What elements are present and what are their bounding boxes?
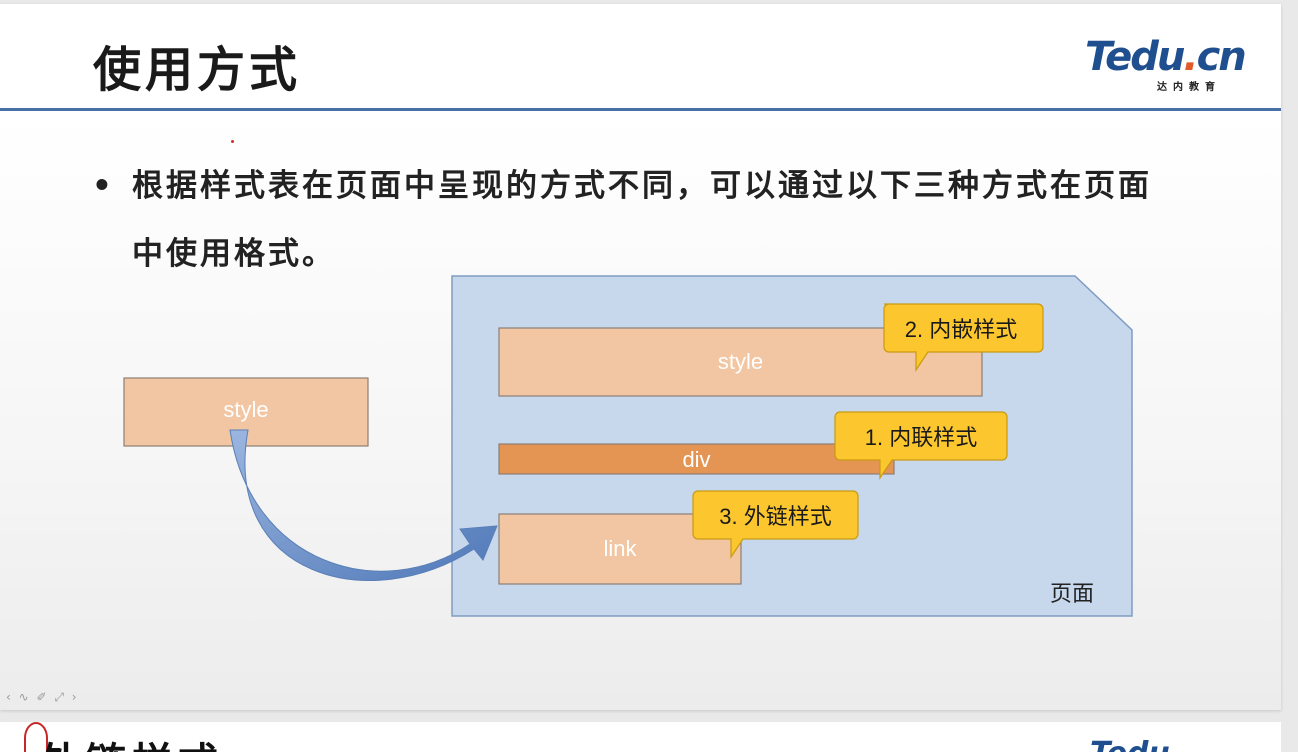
tedu-logo: Tedu.cn 达内教育	[1085, 34, 1247, 94]
laser-pointer-dot	[231, 140, 234, 143]
callout-embedded: 2. 内嵌样式	[904, 317, 1018, 342]
logo-dot: .	[1183, 34, 1198, 80]
page-label: 页面	[1050, 581, 1095, 606]
callout-inline-shape	[834, 411, 1008, 480]
next-slide-preview: 外链样式 Tedu	[0, 722, 1281, 752]
title-divider	[0, 108, 1281, 111]
bullet-marker: •	[92, 168, 115, 204]
curved-arrow	[229, 429, 498, 581]
presentation-toolbar[interactable]: ‹ ∿ ✐ ⤢ ›	[6, 690, 79, 704]
callout-embedded-shape	[883, 303, 1044, 372]
logo-main: Tedu	[1085, 34, 1185, 80]
next-slide-title: 外链样式	[40, 730, 224, 752]
logo-subtitle: 达内教育	[1157, 82, 1221, 93]
next-slide-logo: Tedu	[1090, 736, 1170, 752]
embedded-style-label: style	[717, 349, 764, 374]
bullet-text: 根据样式表在页面中呈现的方式不同，可以通过以下三种方式在页面中使用格式。	[132, 168, 1152, 272]
callout-external-shape	[692, 490, 859, 559]
inline-div-label: div	[682, 447, 711, 472]
slide: 使用方式 Tedu.cn 达内教育 • 根据样式表在页面中呈现的方式不同，可以通…	[0, 4, 1281, 710]
external-style-label: style	[223, 397, 269, 422]
pen-annotation	[24, 722, 48, 752]
callout-inline: 1. 内联样式	[864, 425, 978, 450]
bullet-point: • 根据样式表在页面中呈现的方式不同，可以通过以下三种方式在页面中使用格式。	[92, 152, 1172, 288]
inline-div-bar	[498, 443, 895, 475]
link-label: link	[603, 536, 637, 561]
diagram	[123, 275, 1133, 617]
slide-title: 使用方式	[93, 42, 302, 98]
logo-suffix: cn	[1196, 34, 1247, 80]
callout-external: 3. 外链样式	[719, 504, 832, 529]
